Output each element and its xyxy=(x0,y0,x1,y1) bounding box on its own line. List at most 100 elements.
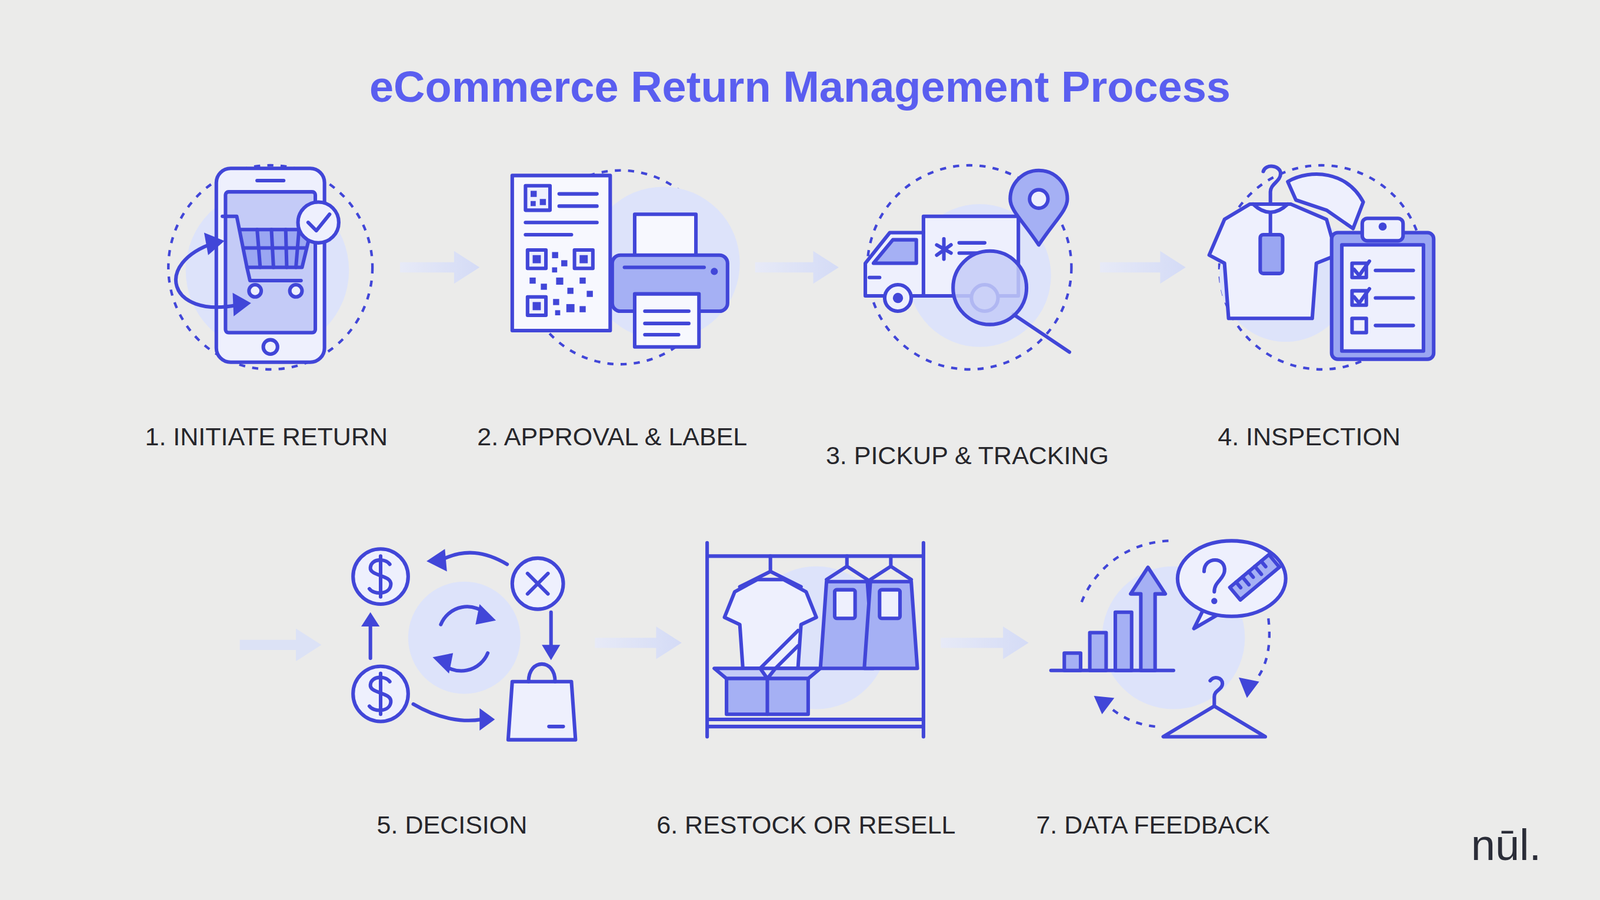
restock-rack-icon-part xyxy=(760,630,798,669)
process-step: 4. INSPECTION xyxy=(1185,165,1439,370)
inspection-icon-part xyxy=(1260,234,1283,274)
pickup-van-icon-part xyxy=(1013,314,1070,352)
label-printer-icon-part xyxy=(532,255,542,264)
decision-icon-part xyxy=(512,558,564,610)
label-printer-icon-part xyxy=(710,267,718,275)
phone-return-icon-part xyxy=(298,201,339,243)
label-printer-icon-part xyxy=(624,265,705,269)
data-feedback-icon-part xyxy=(1115,612,1132,671)
restock-rack-icon-part xyxy=(726,678,809,715)
inspection-icon-part xyxy=(1351,318,1366,333)
process-step: 2. APPROVAL & LABEL xyxy=(479,165,755,370)
restock-rack-icon-part xyxy=(834,590,856,619)
decision-icon-part xyxy=(352,548,409,605)
flow-arrow xyxy=(940,626,1029,660)
phone-return-icon-part xyxy=(204,232,225,256)
data-feedback-icon-part xyxy=(1094,695,1115,715)
label-printer-icon-part xyxy=(525,185,550,211)
phone-return-icon-part xyxy=(168,165,373,370)
data-feedback-icon-part xyxy=(1163,705,1266,737)
label-printer-icon-part xyxy=(586,290,593,297)
label-printer-icon-part xyxy=(566,304,575,313)
decision-icon-part xyxy=(408,581,521,695)
label-printer-icon-part xyxy=(579,255,588,264)
label-printer-icon-part xyxy=(525,194,597,235)
decision-icon-part xyxy=(442,552,508,565)
inspection-icon-part xyxy=(1375,268,1413,273)
label-printer-icon-part xyxy=(555,310,561,316)
inspection-icon-part xyxy=(1341,244,1424,351)
data-feedback-icon-part xyxy=(1090,632,1107,671)
label-printer-icon-part xyxy=(530,201,536,207)
step-label: 7. DATA FEEDBACK xyxy=(1035,810,1270,839)
label-printer-icon-part xyxy=(529,277,536,284)
inspection-icon xyxy=(1209,165,1435,370)
flow-arrow xyxy=(755,251,839,285)
decision-icon-part xyxy=(475,604,496,625)
phone-return-icon-part xyxy=(308,214,330,231)
data-feedback-icon-part xyxy=(1230,554,1280,600)
process-step: 3. PICKUP & TRACKING xyxy=(838,165,1100,370)
diagram-title: eCommerce Return Management Process xyxy=(369,61,1231,112)
data-feedback-icon-part xyxy=(1210,677,1223,706)
pickup-van-icon-part xyxy=(1029,190,1048,209)
restock-rack-icon-part xyxy=(765,678,769,715)
brand-watermark: nūl. xyxy=(1471,820,1542,870)
data-feedback-icon-part xyxy=(1108,705,1156,727)
phone-return-icon-part xyxy=(290,284,303,298)
step-label: 5. DECISION xyxy=(377,810,528,839)
inspection-icon-part xyxy=(1354,288,1370,303)
restock-rack-icon xyxy=(707,542,924,738)
process-step: 5. DECISION xyxy=(324,540,596,745)
label-printer-icon-part xyxy=(530,190,537,197)
label-printer-icon-part xyxy=(552,298,559,305)
phone-return-icon-part xyxy=(175,242,237,308)
inspection-icon-part xyxy=(1331,232,1434,360)
inspection-icon-part xyxy=(1375,295,1413,300)
data-feedback-icon-part-part xyxy=(1235,561,1268,590)
pickup-van-icon-part xyxy=(869,275,880,280)
pickup-van-icon-part xyxy=(952,251,1027,325)
label-printer-icon-part xyxy=(512,175,611,331)
pickup-van-icon-part xyxy=(1010,170,1068,246)
step-label: 3. PICKUP & TRACKING xyxy=(825,440,1109,470)
label-printer-icon-part xyxy=(579,305,586,312)
process-step: 7. DATA FEEDBACK xyxy=(1028,540,1289,745)
decision-icon-part xyxy=(548,724,563,729)
label-printer-icon-part xyxy=(527,250,546,269)
label-printer-icon-part xyxy=(644,311,689,335)
label-printer-icon-part xyxy=(634,294,699,348)
process-step: 1. INITIATE RETURN xyxy=(168,165,400,370)
phone-return-icon-part xyxy=(263,340,278,355)
data-feedback-icon-part xyxy=(1064,652,1081,670)
inspection-icon-part xyxy=(1263,166,1281,205)
data-feedback-icon-part xyxy=(1130,567,1166,670)
label-printer-icon-part xyxy=(574,250,593,269)
label-printer-icon-part xyxy=(540,283,547,290)
restock-rack-icon-part xyxy=(707,542,924,738)
step-label: 1. INITIATE RETURN xyxy=(144,422,388,452)
decision-icon-part xyxy=(432,652,454,674)
inspection-icon-part xyxy=(1209,204,1338,319)
pickup-van-icon xyxy=(865,165,1072,370)
decision-icon-part xyxy=(541,644,560,660)
data-feedback-icon-part xyxy=(1211,598,1218,605)
inspection-icon-part xyxy=(1252,204,1288,213)
decision-icon-part xyxy=(413,704,482,721)
label-printer-icon-part xyxy=(551,251,558,258)
inspection-icon-part xyxy=(1268,214,1273,235)
decision-icon-part xyxy=(369,673,391,715)
flow-arrow xyxy=(240,628,322,662)
phone-return-icon-part xyxy=(244,229,307,268)
label-printer-icon-part xyxy=(579,277,586,284)
label-printer-icon-part xyxy=(567,287,573,294)
flow-arrow xyxy=(594,626,682,660)
pickup-van-icon-part xyxy=(936,238,951,260)
phone-return-icon-part xyxy=(232,292,252,317)
restock-rack-icon-part xyxy=(879,590,900,619)
data-feedback-icon-part xyxy=(1204,560,1225,592)
process-step: 6. RESTOCK OR RESELL xyxy=(681,540,942,745)
inspection-icon-part xyxy=(1354,261,1370,276)
step-label: 4. INSPECTION xyxy=(1217,422,1401,452)
inspection-icon-part xyxy=(1378,222,1388,231)
